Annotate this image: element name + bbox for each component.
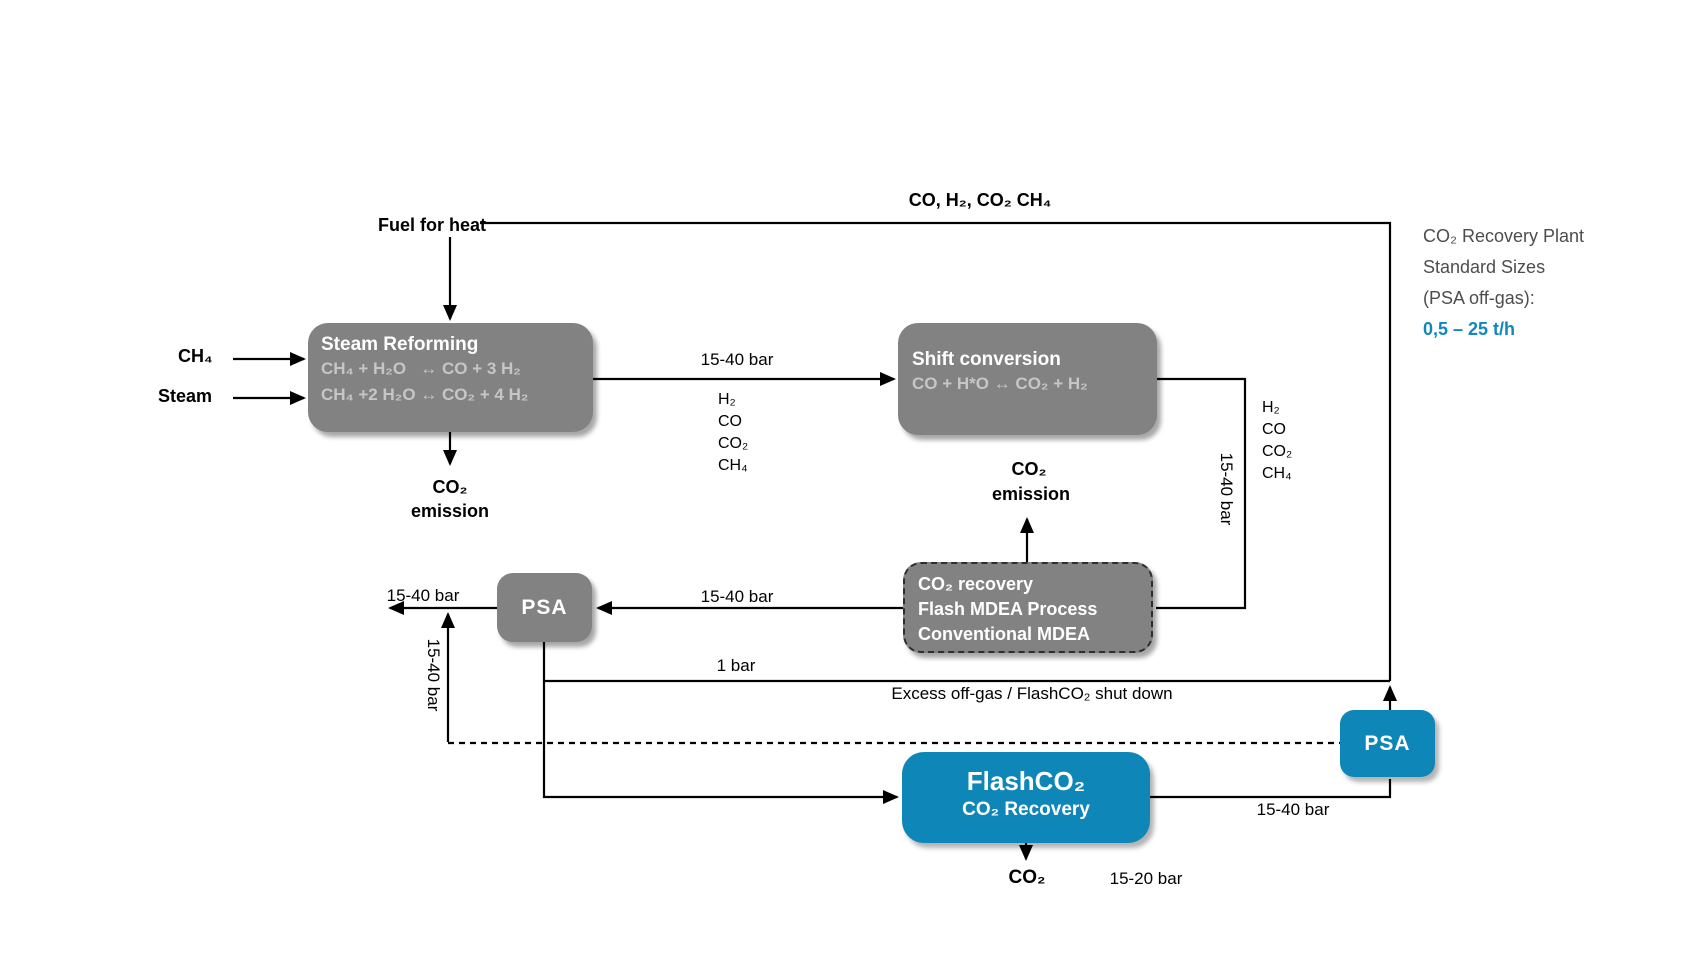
one-bar-label: 1 bar — [716, 656, 756, 675]
steam-reforming-eq1: CH₄ + H₂O ↔ CO + 3 H₂ — [321, 359, 521, 378]
flashco2-box: FlashCO₂ CO₂ Recovery — [902, 752, 1150, 843]
reformer-emission-co2: CO₂ — [432, 477, 468, 497]
flash-psa-pressure-label: 15-40 bar — [1256, 800, 1330, 819]
component-co2: CO₂ — [1262, 443, 1293, 460]
flashco2-title: FlashCO₂ — [966, 766, 1086, 796]
psa-blue-box: PSA — [1340, 710, 1435, 777]
line-flash-to-psablue — [1150, 779, 1392, 799]
standard-sizes-note: CO₂ Recovery Plant Standard Sizes (PSA o… — [1423, 221, 1584, 345]
steam-reforming-eq2: CH₄ +2 H₂O ↔ CO₂ + 4 H₂ — [321, 385, 529, 404]
flashco2-subtitle: CO₂ Recovery — [962, 799, 1090, 820]
reformer-shift-pressure-label: 15-40 bar — [700, 350, 774, 369]
component-co: CO — [1262, 421, 1286, 438]
note-capacity-value: 0,5 – 25 t/h — [1423, 319, 1516, 339]
co2-recovery-line3: Conventional MDEA — [918, 624, 1091, 644]
steam-feed-label: Steam — [158, 386, 213, 406]
note-line2: Standard Sizes — [1423, 257, 1546, 277]
psa-gray-label: PSA — [521, 595, 568, 619]
flash-co2-product-label: CO₂ — [1008, 867, 1046, 888]
line-fuel-return — [480, 221, 1392, 681]
shift-conversion-title: Shift conversion — [912, 349, 1061, 370]
component-h2: H₂ — [1262, 399, 1280, 416]
excess-offgas-label: Excess off-gas / FlashCO₂ shut down — [891, 684, 1173, 703]
steam-reforming-title: Steam Reforming — [321, 334, 479, 355]
line-shift-to-recovery — [1156, 377, 1247, 610]
shift-conversion-box: Shift conversion CO + H*O ↔ CO₂ + H₂ — [898, 323, 1157, 435]
co2-recovery-line2: Flash MDEA Process — [918, 599, 1098, 619]
co2-recovery-box: CO₂ recovery Flash MDEA Process Conventi… — [903, 562, 1153, 653]
shift-conversion-eq1: CO + H*O ↔ CO₂ + H₂ — [912, 374, 1088, 393]
component-co2: CO₂ — [718, 435, 749, 452]
component-ch4: CH₄ — [1262, 465, 1292, 482]
psa-blue-label: PSA — [1364, 731, 1411, 755]
reformer-shift-components: H₂ CO CO₂ CH₄ — [718, 389, 748, 477]
offgas-composition-label: CO, H₂, CO₂ CH₄ — [908, 190, 1052, 210]
fuel-for-heat-label: Fuel for heat — [378, 215, 487, 235]
recovery-emission-text: emission — [991, 484, 1071, 504]
component-co: CO — [718, 413, 742, 430]
riser-pressure-label: 15-40 bar — [424, 638, 443, 712]
recovery-emission-co2: CO₂ — [1011, 459, 1047, 479]
component-h2: H₂ — [718, 391, 736, 408]
shift-recovery-components: H₂ CO CO₂ CH₄ — [1262, 397, 1292, 485]
ch4-feed-label: CH₄ — [178, 346, 213, 366]
arrow-psa-to-flash — [542, 642, 899, 804]
reformer-emission-text: emission — [410, 501, 490, 521]
psa-gray-box: PSA — [497, 573, 592, 642]
psa-product-pressure-label: 15-40 bar — [386, 586, 460, 605]
co2-product-pressure-label: 15-20 bar — [1109, 869, 1183, 888]
recovery-psa-pressure-label: 15-40 bar — [700, 587, 774, 606]
steam-reforming-box: Steam Reforming CH₄ + H₂O ↔ CO + 3 H₂ CH… — [308, 323, 593, 432]
component-ch4: CH₄ — [718, 457, 748, 474]
shift-recovery-pressure-label: 15-40 bar — [1217, 452, 1236, 526]
co2-recovery-line1: CO₂ recovery — [918, 574, 1034, 594]
note-line3: (PSA off-gas): — [1423, 288, 1535, 308]
note-line1: CO₂ Recovery Plant — [1423, 226, 1585, 246]
